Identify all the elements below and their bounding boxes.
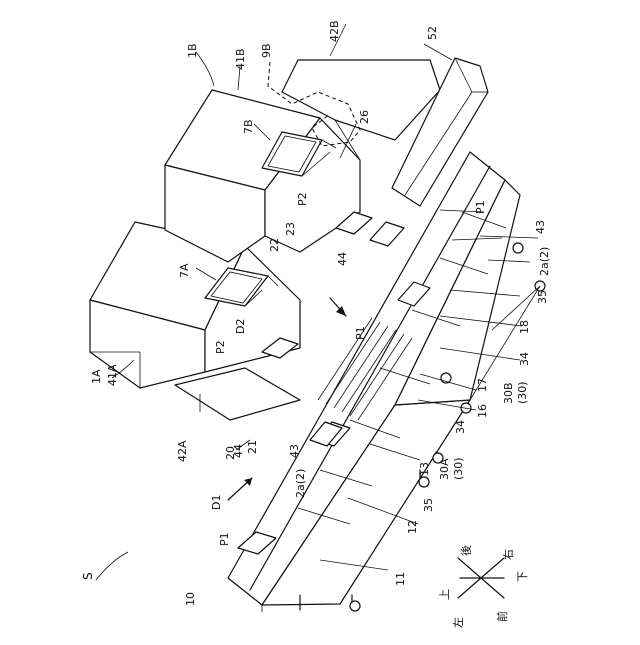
label-52: 52 [426,26,439,40]
label-42B: 42B [328,20,341,42]
label-2a2-right: 2a(2) [538,247,551,276]
label-21: 21 [246,440,259,454]
label-10: 10 [184,592,197,606]
label-D2: D2 [234,319,247,334]
compass-down: 下 [516,571,529,582]
label-35-right: 35 [536,290,549,304]
label-41B: 41B [234,48,247,70]
label-D1: D1 [210,495,223,510]
label-30A: 30A [438,458,451,480]
arrow-D2 [330,298,346,316]
arrow-D1 [228,478,252,500]
label-1A: 1A [90,369,103,384]
label-26: 26 [358,110,371,124]
label-11: 11 [394,572,407,586]
label-43-left: 43 [288,444,301,458]
label-13: 13 [418,462,431,476]
label-22: 22 [268,238,281,252]
compass-left: 左 [452,617,465,628]
label-17: 17 [476,378,489,392]
label-1B: 1B [186,43,199,58]
label-18: 18 [518,320,531,334]
compass-right: 右 [501,549,515,560]
label-S: S [81,572,95,580]
label-35-left: 35 [422,498,435,512]
label-12: 12 [406,520,419,534]
label-34-left: 34 [454,420,467,434]
label-30B: 30B [502,382,515,404]
label-44-top: 44 [336,252,349,266]
label-43-right: 43 [534,220,547,234]
compass-up: 上 [438,589,451,600]
label-P2-left: P2 [214,340,227,354]
label-41A: 41A [106,364,119,386]
label-20: 20 [224,446,237,460]
label-7B: 7B [242,119,255,134]
label-2a2-left: 2a(2) [294,469,307,498]
direction-compass [458,558,504,598]
label-9B: 9B [260,43,273,58]
label-30B-paren: (30) [516,381,529,404]
label-34-right: 34 [518,352,531,366]
label-30A-paren: (30) [452,457,465,480]
label-16: 16 [476,404,489,418]
label-P2-top: P2 [296,192,309,206]
label-P1-right: P1 [474,200,487,214]
label-23: 23 [284,222,297,236]
label-42A: 42A [176,440,189,462]
compass-front: 前 [495,611,509,622]
label-P1-left: P1 [218,532,231,546]
compass-back: 後 [459,545,473,556]
label-P1-mid: P1 [354,326,367,340]
label-7A: 7A [178,263,191,278]
